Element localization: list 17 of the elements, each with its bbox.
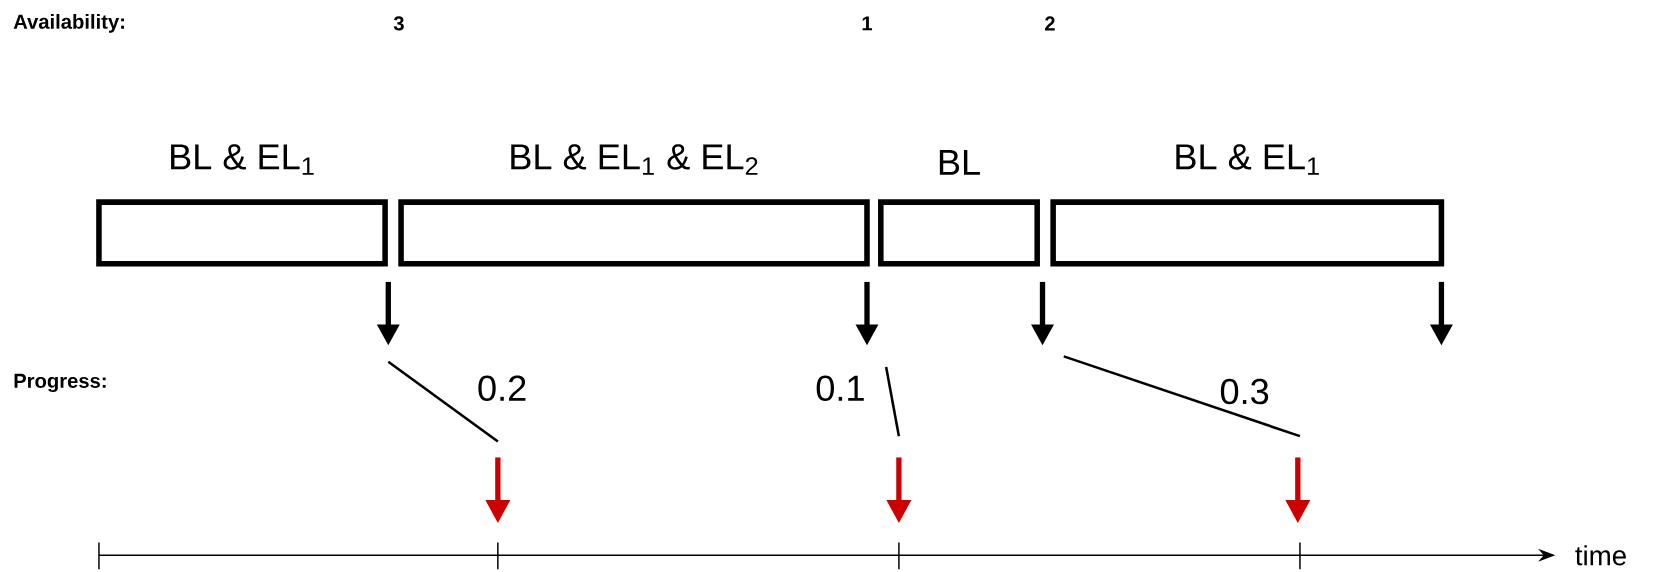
progress-value: 0.2 [478, 375, 526, 401]
progress-value: 0.3 [1220, 378, 1269, 405]
interval-box: BL & EL$_{1}$ [96, 144, 388, 267]
row-label: 1 [862, 16, 873, 31]
axis-label: time [1575, 544, 1626, 566]
row-label: 2 [1045, 16, 1055, 31]
interval-box: BL & EL$_{1}$ [1050, 144, 1445, 267]
row-label: 3 [393, 16, 404, 31]
row-label: Progress: [14, 373, 106, 392]
row-label: Availability: [13, 13, 124, 33]
progress-value: 0.1 [816, 375, 864, 401]
node-label: BL & EL$_{1}$ & EL$_{2}$ [511, 144, 758, 175]
interval-box: BL & EL$_{1}$ & EL$_{2}$ [398, 144, 870, 267]
node-label: BL & EL$_{1}$ [1176, 144, 1319, 175]
node-label: BL & EL$_{1}$ [171, 144, 314, 175]
node-label: BL [939, 149, 980, 175]
interval-box: BL [878, 149, 1040, 267]
